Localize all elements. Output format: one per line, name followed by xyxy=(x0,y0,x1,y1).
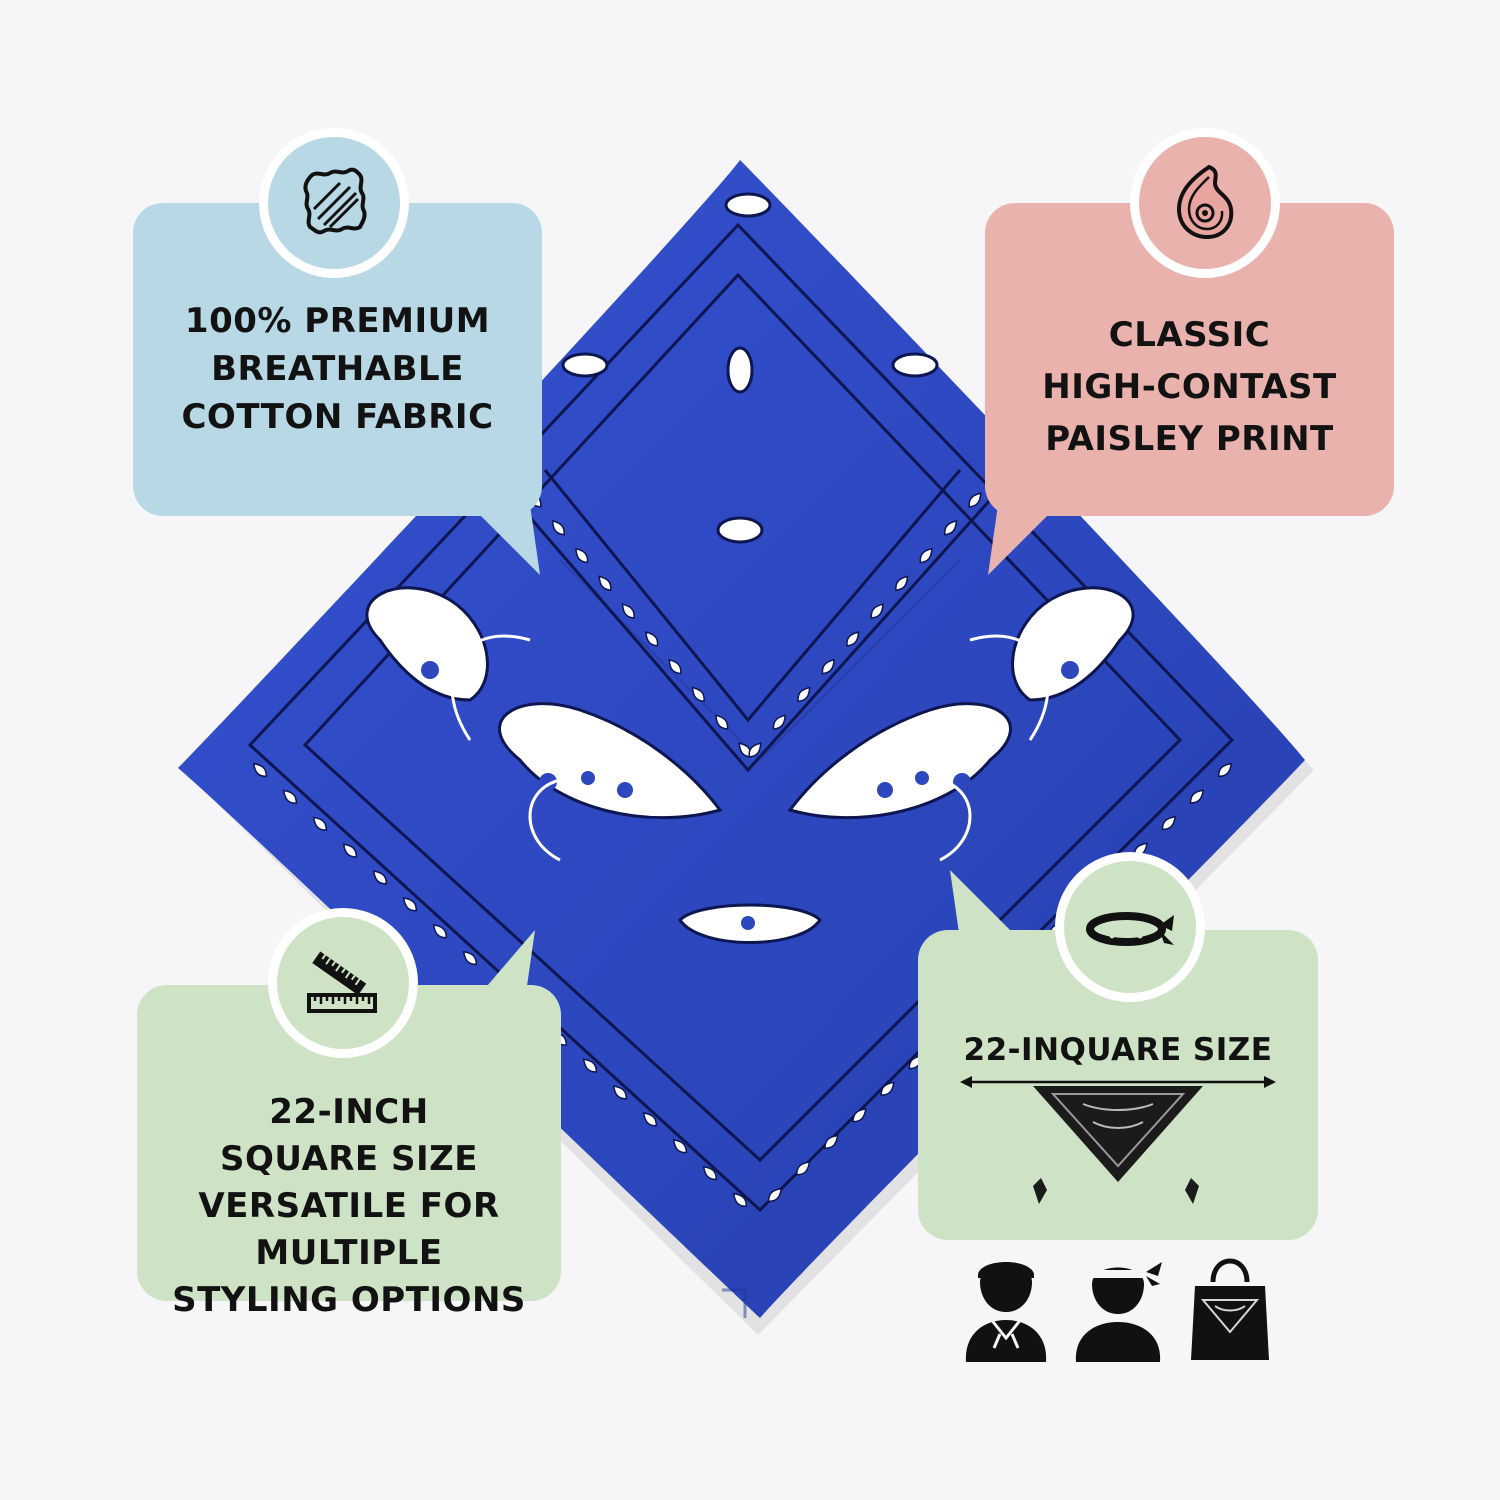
print-icon-disc xyxy=(1130,128,1280,278)
raindrop-motif xyxy=(312,816,328,831)
fabric-line-2: BREATHABLE xyxy=(211,349,464,389)
raindrop-motif xyxy=(642,1112,658,1127)
raindrop-motif xyxy=(846,631,860,647)
raindrop-motif xyxy=(748,742,762,758)
raindrop-motif xyxy=(895,575,909,592)
raindrop-motif xyxy=(598,575,612,592)
raindrop-motif xyxy=(1217,762,1233,778)
raindrop-motif xyxy=(944,519,958,536)
headband-person-icon xyxy=(1075,1262,1162,1362)
raindrop-motif xyxy=(1161,815,1177,831)
raindrop-motif xyxy=(968,492,982,508)
print-line-3: PAISLEY PRINT xyxy=(1045,419,1334,459)
raindrop-motif xyxy=(252,762,268,778)
styling-card-title: 22-INQUARE SIZE xyxy=(963,1032,1273,1068)
size-card-tail xyxy=(475,930,535,1000)
raindrop-motif xyxy=(432,924,448,939)
raindrop-motif xyxy=(919,547,933,564)
raindrop-motif xyxy=(551,519,565,536)
size-line-1: 22-INCH xyxy=(269,1092,429,1132)
tote-bag-icon xyxy=(1191,1258,1269,1360)
print-line-1: CLASSIC xyxy=(1108,315,1271,355)
raindrop-motif xyxy=(282,789,298,805)
paisley-icon xyxy=(1176,164,1234,240)
raindrop-motif xyxy=(672,1139,688,1154)
ruler-icon xyxy=(307,951,377,1013)
fabric-line-1: 100% PREMIUM xyxy=(184,301,491,341)
raindrop-motif xyxy=(870,603,884,619)
folded-bandana-icon xyxy=(1033,1086,1203,1204)
raindrop-motif xyxy=(342,843,358,858)
raindrop-motif xyxy=(702,1165,718,1181)
raindrop-motif xyxy=(880,1081,895,1096)
width-arrow xyxy=(960,1076,1276,1088)
fabric-line-3: COTTON FABRIC xyxy=(181,397,494,437)
print-card-text: CLASSIC HIGH-CONTAST PAISLEY PRINT xyxy=(985,309,1394,465)
size-line-4: STYLING OPTIONS xyxy=(172,1280,526,1320)
raindrop-motif xyxy=(1189,789,1205,804)
raindrop-motif xyxy=(772,714,787,730)
fabric-card-text: 100% PREMIUM BREATHABLE COTTON FABRIC xyxy=(133,297,542,441)
headband-icon xyxy=(1086,912,1174,946)
raindrop-motif xyxy=(732,1192,748,1208)
fabric-icon-disc xyxy=(259,128,409,278)
fabric-swatch-icon xyxy=(303,167,367,235)
raindrop-motif xyxy=(824,1134,839,1150)
raindrop-motif xyxy=(575,547,589,564)
raindrop-motif xyxy=(797,686,811,703)
size-line-2: SQUARE SIZE xyxy=(219,1139,479,1179)
neck-scarf-person-icon xyxy=(965,1262,1047,1362)
fabric-card-tail xyxy=(470,505,540,575)
raindrop-motif xyxy=(795,1161,811,1176)
raindrop-motif xyxy=(852,1108,867,1123)
print-card-tail xyxy=(988,505,1058,575)
raindrop-motif xyxy=(715,714,729,730)
styling-icon-disc xyxy=(1055,852,1205,1002)
size-card: 22-INCH SQUARE SIZE VERSATILE FOR MULTIP… xyxy=(137,985,561,1320)
raindrop-motif xyxy=(621,603,635,619)
raindrop-motif xyxy=(668,658,682,675)
styling-card-tail xyxy=(950,870,1020,940)
raindrop-motif xyxy=(462,950,478,966)
raindrop-motif xyxy=(402,897,418,912)
raindrop-motif xyxy=(645,631,659,647)
raindrop-motif xyxy=(691,686,705,703)
size-icon-disc xyxy=(268,908,418,1058)
raindrop-motif xyxy=(767,1187,783,1203)
size-line-3: VERSATILE FOR MULTIPLE xyxy=(198,1186,500,1273)
print-line-2: HIGH-CONTAST xyxy=(1042,367,1337,407)
raindrop-motif xyxy=(821,658,835,675)
raindrop-motif xyxy=(372,870,388,885)
raindrop-motif xyxy=(582,1058,598,1073)
raindrop-motif xyxy=(612,1085,628,1100)
size-card-text: 22-INCH SQUARE SIZE VERSATILE FOR MULTIP… xyxy=(137,1089,561,1324)
